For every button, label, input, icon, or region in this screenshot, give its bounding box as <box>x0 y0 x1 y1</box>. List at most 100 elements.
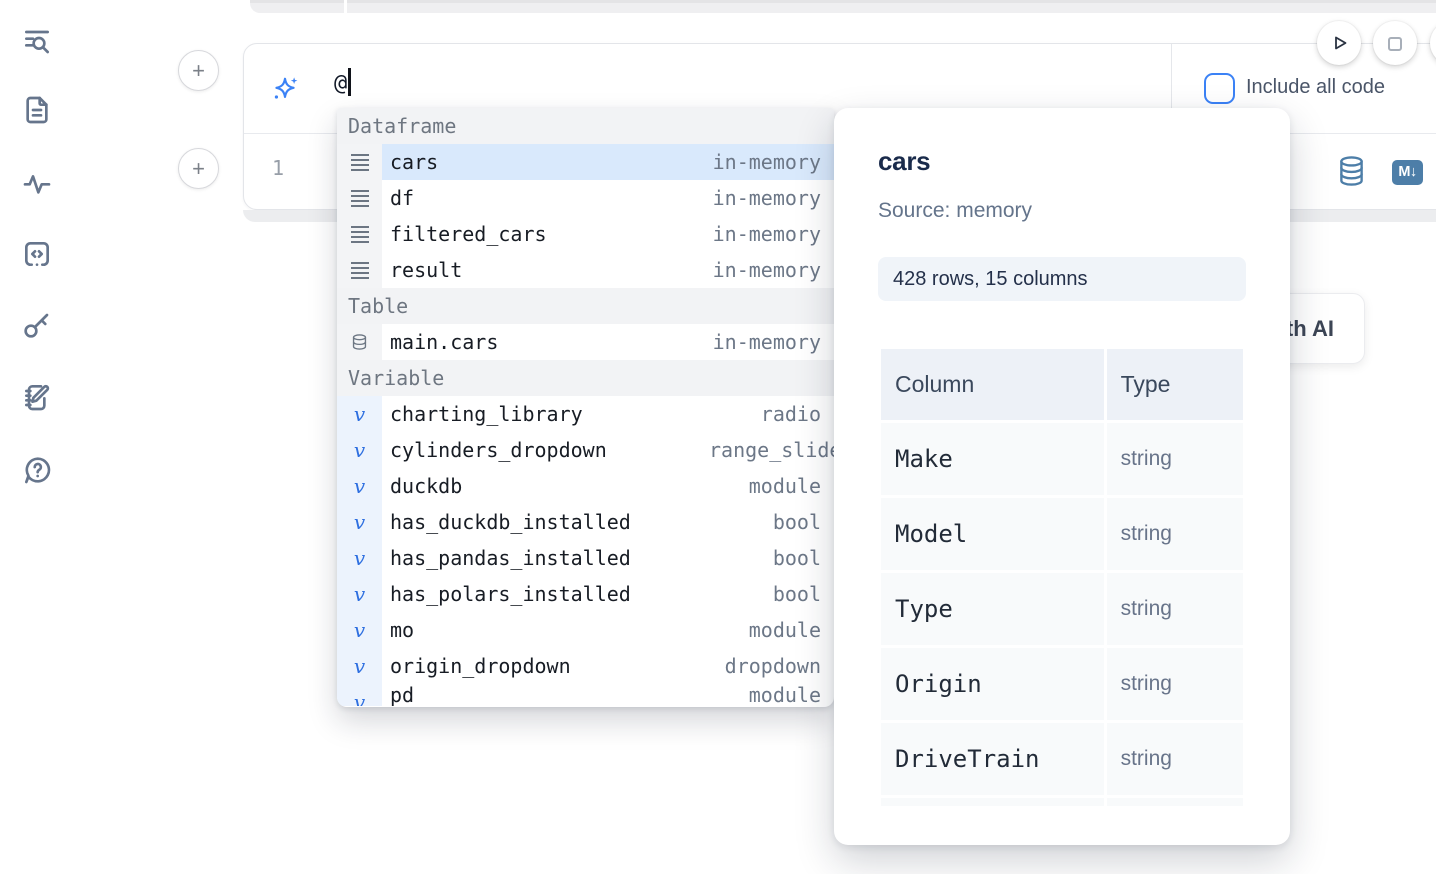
contents-search-icon <box>21 24 53 56</box>
autocomplete-item-name: origin_dropdown <box>390 654 571 678</box>
dataframe-icon <box>337 144 382 180</box>
stop-icon <box>1388 37 1402 51</box>
autocomplete-item-name: has_polars_installed <box>390 582 631 606</box>
autocomplete-item-type: bool <box>773 510 834 534</box>
autocomplete-item-name: main.cars <box>390 330 498 354</box>
sidebar-button-snippets[interactable] <box>20 238 54 272</box>
database-icon <box>337 324 382 360</box>
autocomplete-item-filtered_cars[interactable]: filtered_cars in-memory <box>337 216 834 252</box>
autocomplete-item-type: bool <box>773 546 834 570</box>
attach-database-icon[interactable] <box>1338 155 1365 187</box>
autocomplete-item-type: module <box>749 618 834 642</box>
play-icon <box>1327 31 1351 55</box>
variable-icon: v <box>337 684 382 706</box>
dataframe-icon <box>337 180 382 216</box>
autocomplete-item-has_polars_installed[interactable]: vhas_polars_installedbool <box>337 576 834 612</box>
autocomplete-item-name: df <box>390 186 414 210</box>
sidebar-button-secrets[interactable] <box>20 309 54 343</box>
autocomplete-item-type: module <box>749 684 834 706</box>
table-row: Makestring <box>881 423 1243 495</box>
dataframe-preview-panel: cars Source: memory 428 rows, 15 columns… <box>834 108 1290 845</box>
autocomplete-item-name: has_duckdb_installed <box>390 510 631 534</box>
table-row-clipped <box>881 798 1243 806</box>
ai-sparkle-icon <box>270 75 300 105</box>
shape-badge: 428 rows, 15 columns <box>878 257 1246 301</box>
autocomplete-item-name: cylinders_dropdown <box>390 438 607 462</box>
autocomplete-section-header: Table <box>337 288 834 324</box>
sidebar-button-scratchpad[interactable] <box>20 381 54 415</box>
schema-column-header: Type <box>1107 349 1243 420</box>
schema-column-name: Origin <box>881 648 1104 720</box>
autocomplete-item-main.cars[interactable]: main.cars in-memory <box>337 324 834 360</box>
autocomplete-item-type: in-memory <box>713 150 834 174</box>
preview-title: cars <box>878 146 1246 177</box>
autocomplete-item-origin_dropdown[interactable]: vorigin_dropdowndropdown <box>337 648 834 684</box>
autocomplete-item-name: duckdb <box>390 474 462 498</box>
autocomplete-item-charting_library[interactable]: v charting_library radio <box>337 396 834 432</box>
autocomplete-item-type: dropdown <box>725 654 834 678</box>
autocomplete-item-name: charting_library <box>390 402 583 426</box>
sidebar <box>0 0 72 874</box>
autocomplete-item-duckdb[interactable]: vduckdb module <box>337 468 834 504</box>
variable-icon: v <box>337 396 382 432</box>
table-row: DriveTrainstring <box>881 723 1243 795</box>
schema-column-name: Type <box>881 573 1104 645</box>
help-chat-icon <box>21 454 53 486</box>
code-snippets-icon <box>21 238 53 270</box>
previous-cell-divider <box>344 0 347 13</box>
sidebar-button-contents[interactable] <box>20 24 54 58</box>
line-number: 1 <box>272 156 284 180</box>
autocomplete-item-name: pd <box>390 684 414 706</box>
file-document-icon <box>21 94 53 126</box>
ai-prompt-input[interactable]: @ <box>334 68 351 96</box>
schema-column-type: string <box>1107 573 1243 645</box>
prompt-text: @ <box>334 71 347 96</box>
schema-column-header: Column <box>881 349 1104 420</box>
autocomplete-item-mo[interactable]: vmomodule <box>337 612 834 648</box>
variable-icon: v <box>337 468 382 504</box>
scratchpad-pencil-icon <box>21 381 53 413</box>
schema-column-name: DriveTrain <box>881 723 1104 795</box>
activity-pulse-icon <box>21 167 53 199</box>
sidebar-button-files[interactable] <box>20 94 54 128</box>
variable-icon: v <box>337 504 382 540</box>
autocomplete-item-type: module <box>749 474 834 498</box>
autocomplete-item-type: in-memory <box>713 330 834 354</box>
table-row: Typestring <box>881 573 1243 645</box>
sidebar-button-help[interactable] <box>20 454 54 488</box>
schema-table-head: ColumnType <box>881 349 1243 420</box>
autocomplete-item-name: has_pandas_installed <box>390 546 631 570</box>
autocomplete-item-cars[interactable]: carsin-memory <box>337 144 834 180</box>
autocomplete-item-name: filtered_cars <box>390 222 547 246</box>
autocomplete-item-df[interactable]: df in-memory <box>337 180 834 216</box>
table-row: Modelstring <box>881 498 1243 570</box>
autocomplete-item-result[interactable]: result in-memory <box>337 252 834 288</box>
schema-column-name: Model <box>881 498 1104 570</box>
dataframe-icon <box>337 252 382 288</box>
dataframe-icon <box>337 216 382 252</box>
autocomplete-item-type: in-memory <box>713 222 834 246</box>
schema-table: ColumnType MakestringModelstringTypestri… <box>878 346 1246 806</box>
add-cell-button-bottom[interactable]: + <box>178 148 219 189</box>
autocomplete-item-type: range_slider <box>709 438 834 462</box>
autocomplete-item-type: in-memory <box>713 258 834 282</box>
autocomplete-item-type: bool <box>773 582 834 606</box>
schema-column-type: string <box>1107 723 1243 795</box>
autocomplete-item-name: result <box>390 258 462 282</box>
run-cell-button[interactable] <box>1317 21 1361 65</box>
schema-column-type: string <box>1107 648 1243 720</box>
add-cell-button-top[interactable]: + <box>178 50 219 91</box>
autocomplete-section-header: Variable <box>337 360 834 396</box>
schema-table-body: MakestringModelstringTypestringOriginstr… <box>881 423 1243 806</box>
sidebar-button-activity[interactable] <box>20 167 54 201</box>
include-all-code-checkbox[interactable] <box>1204 73 1235 104</box>
table-row: Originstring <box>881 648 1243 720</box>
autocomplete-item-type: in-memory <box>713 186 834 210</box>
autocomplete-item-has_pandas_installed[interactable]: vhas_pandas_installedbool <box>337 540 834 576</box>
autocomplete-item-cylinders_dropdown[interactable]: vcylinders_dropdownrange_slider <box>337 432 834 468</box>
stop-button[interactable] <box>1373 21 1417 65</box>
autocomplete-item-has_duckdb_installed[interactable]: v has_duckdb_installed bool <box>337 504 834 540</box>
autocomplete-item-pd[interactable]: vpd module <box>337 684 834 706</box>
autocomplete-item-type: radio <box>761 402 834 426</box>
markdown-icon[interactable]: M↓ <box>1392 160 1423 185</box>
